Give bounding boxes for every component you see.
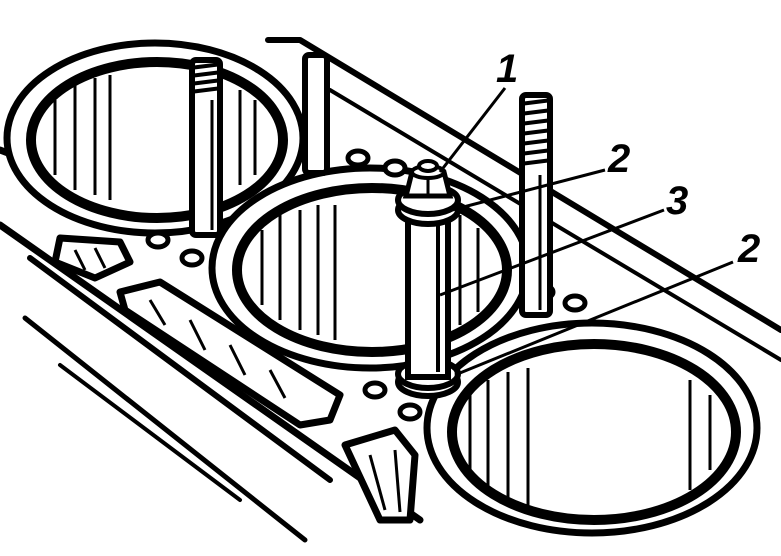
leader-2a xyxy=(451,168,606,212)
callout-label-1: 1 xyxy=(496,47,518,91)
leader-2b xyxy=(454,260,734,377)
passage-shading xyxy=(73,247,402,513)
callout-label-2-lower: 2 xyxy=(737,227,760,271)
callout-leaders xyxy=(438,87,734,377)
leader-3 xyxy=(439,208,665,297)
callout-label-2-upper: 2 xyxy=(607,137,630,181)
head-stud-left xyxy=(189,57,223,238)
head-stud-middle xyxy=(302,52,330,176)
block-deck xyxy=(0,37,781,543)
leader-1 xyxy=(438,87,507,173)
callout-label-3: 3 xyxy=(666,179,688,223)
liner-holder-tool xyxy=(395,159,461,399)
cylinder-bore-center xyxy=(208,164,532,372)
cylinder-bore-right xyxy=(423,319,761,537)
head-stud-right xyxy=(519,92,553,318)
